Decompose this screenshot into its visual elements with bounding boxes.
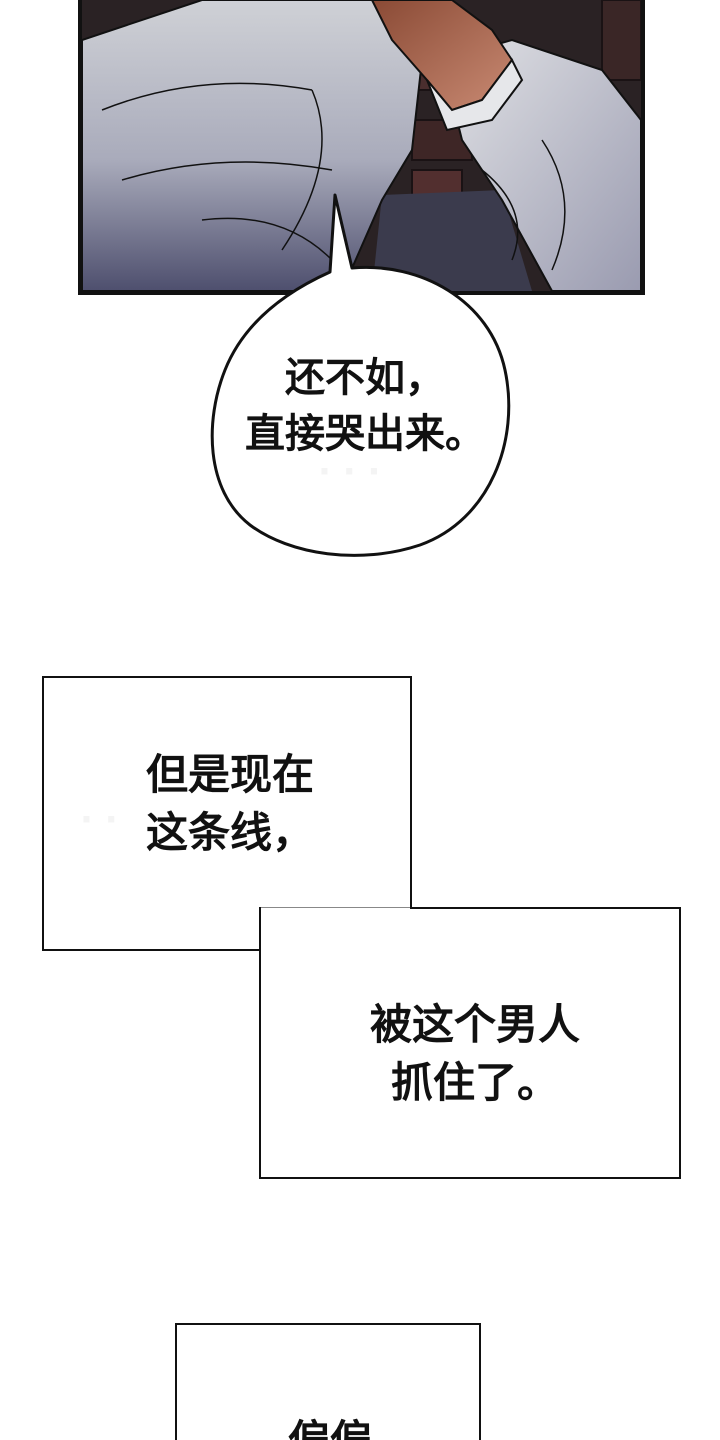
shirt-cuff <box>426 58 524 132</box>
illustration-art <box>82 0 641 291</box>
illustration-panel <box>78 0 645 295</box>
ghost-artifact: · · <box>80 800 118 840</box>
caption-box-2-text: 被这个男人 抓住了。 <box>369 1000 580 1107</box>
caption-box-1-text: 但是现在 这条线， <box>145 750 314 857</box>
speech-bubble-text: 还不如， 直接哭出来。 <box>245 355 485 457</box>
caption-box-3-text: 偏偏 <box>180 1412 480 1440</box>
ghost-artifact: · · · <box>318 452 381 492</box>
